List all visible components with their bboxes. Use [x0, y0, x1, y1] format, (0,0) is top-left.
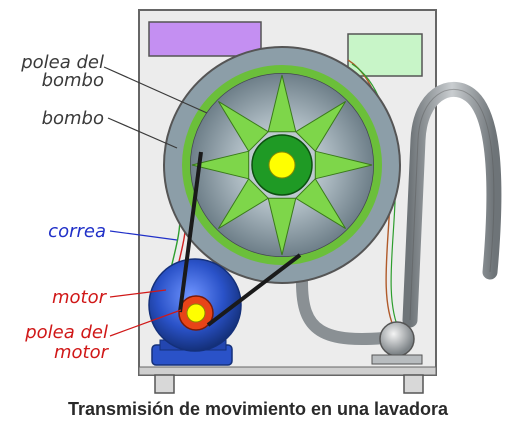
drain-hose-outline: [409, 88, 495, 321]
drain-valve: [379, 321, 415, 357]
drain-hose-outer: [402, 81, 502, 328]
drum-spoke: [217, 100, 270, 153]
control-panel-green: [347, 33, 423, 77]
label-motor: motor: [52, 287, 108, 308]
machine-foot-right: [403, 374, 424, 394]
label-pulley-motor-line2: motor: [54, 342, 110, 363]
drum-spoke: [294, 177, 347, 230]
drum-spoke: [217, 177, 270, 230]
label-pulley-drum-line1: polea del: [20, 52, 104, 73]
label-pulley-motor-line1: polea del: [24, 322, 108, 343]
leader-pulley-drum: [103, 66, 208, 114]
leader-pulley-motor: [109, 309, 182, 337]
belt-right: [206, 253, 302, 327]
drum-axle: [268, 151, 296, 179]
drum-spoke: [314, 150, 373, 180]
leader-belt: [109, 230, 178, 241]
drum-pulley-rim: [182, 65, 382, 265]
label-belt: correa: [48, 221, 106, 242]
drain-hose-inner: [296, 276, 401, 346]
control-panel-purple: [148, 21, 262, 57]
drum-spoke: [267, 74, 297, 133]
motor-axle: [186, 303, 206, 323]
drum-pulley-spokes: [191, 74, 373, 256]
drum-spoke: [294, 100, 347, 153]
machine-foot-left: [154, 374, 175, 394]
label-pulley-drum-line2: bombo: [42, 70, 104, 91]
drum-spoke: [191, 150, 250, 180]
drum-spoke: [267, 197, 297, 256]
label-drum: bombo: [42, 108, 104, 129]
drain-valve-base: [371, 354, 423, 365]
leader-motor: [109, 289, 167, 298]
machine-base-strip: [138, 366, 437, 376]
belt-left: [178, 151, 203, 313]
leader-drum: [107, 117, 178, 149]
diagram-caption: Transmisión de movimiento en una lavador…: [68, 399, 449, 419]
